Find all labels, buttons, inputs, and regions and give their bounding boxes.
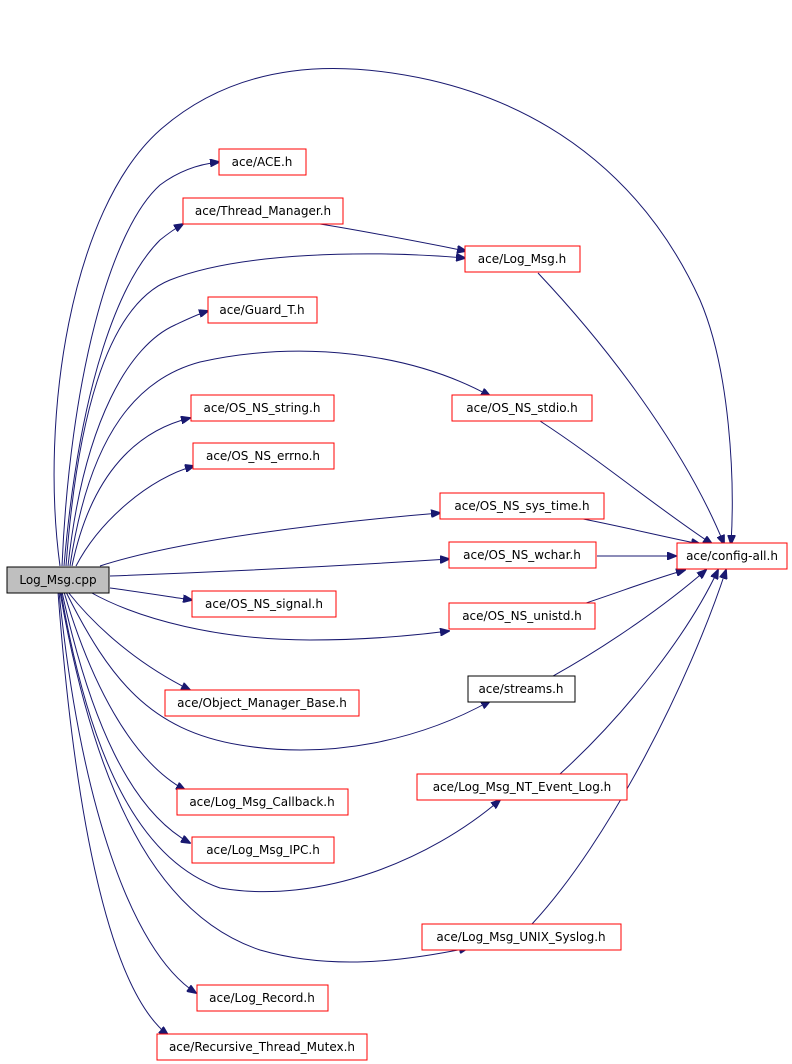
node-log-record-h[interactable]: ace/Log_Record.h: [196, 984, 329, 1012]
node-label-config-all-h: ace/config-all.h: [686, 549, 778, 563]
node-os-ns-unistd-h[interactable]: ace/OS_NS_unistd.h: [448, 602, 596, 630]
node-box-os-ns-sys-time-h: [439, 492, 605, 520]
node-os-ns-errno-h[interactable]: ace/OS_NS_errno.h: [192, 442, 335, 470]
edge-log-msg-cpp-to-thread-manager: [63, 224, 183, 567]
node-label-log-record-h: ace/Log_Record.h: [209, 991, 315, 1005]
node-label-object-manager-base-h: ace/Object_Manager_Base.h: [177, 696, 347, 710]
node-os-ns-string-h[interactable]: ace/OS_NS_string.h: [190, 394, 335, 422]
node-box-os-ns-string-h: [190, 394, 335, 422]
node-box-log-msg-cpp: [6, 566, 110, 594]
edge-os-ns-unistd-to-config-all: [579, 570, 685, 606]
node-box-os-ns-errno-h: [192, 442, 335, 470]
edge-log-msg-cpp-to-os-ns-stdio: [69, 350, 490, 567]
node-log-msg-unix-syslog-h[interactable]: ace/Log_Msg_UNIX_Syslog.h: [421, 923, 622, 951]
node-label-os-ns-signal-h: ace/OS_NS_signal.h: [205, 597, 323, 611]
edge-log-msg-cpp-to-os-ns-string: [71, 418, 190, 567]
node-label-thread-manager-h: ace/Thread_Manager.h: [195, 204, 331, 218]
node-label-os-ns-errno-h: ace/OS_NS_errno.h: [206, 449, 320, 463]
node-box-config-all-h: [676, 542, 788, 570]
node-box-ace-h: [218, 148, 307, 176]
node-recursive-thread-mutex-h[interactable]: ace/Recursive_Thread_Mutex.h: [156, 1033, 368, 1061]
edge-log-msg-cpp-to-os-ns-signal: [109, 587, 192, 600]
edge-thread-manager-to-log-msg-h: [319, 223, 466, 251]
node-box-thread-manager-h: [182, 197, 344, 225]
edge-log-msg-cpp-to-config-all: [53, 68, 732, 567]
node-log-msg-nt-event-log-h[interactable]: ace/Log_Msg_NT_Event_Log.h: [416, 773, 628, 801]
node-label-os-ns-unistd-h: ace/OS_NS_unistd.h: [462, 609, 582, 623]
node-ace-h[interactable]: ace/ACE.h: [218, 148, 307, 176]
node-box-log-msg-callback-h: [176, 788, 349, 816]
node-label-log-msg-cpp: Log_Msg.cpp: [19, 573, 96, 587]
node-label-log-msg-ipc-h: ace/Log_Msg_IPC.h: [206, 843, 320, 857]
edge-log-msg-cpp-to-ace: [61, 162, 219, 567]
nodes: Log_Msg.cpp ace/ACE.h ace/Thread_Manager…: [6, 148, 788, 1061]
node-config-all-h[interactable]: ace/config-all.h: [676, 542, 788, 570]
node-box-streams-h: [467, 675, 576, 703]
node-label-guard-t-h: ace/Guard_T.h: [219, 303, 304, 317]
edge-log-msg-cpp-to-recursive-thread-mutex: [57, 591, 168, 1035]
node-box-os-ns-signal-h: [191, 590, 337, 618]
edge-os-ns-sys-time-to-config-all: [577, 517, 700, 544]
node-box-recursive-thread-mutex-h: [156, 1033, 368, 1061]
edge-streams-to-config-all: [552, 570, 706, 677]
edge-log-msg-h-to-config-all: [537, 272, 724, 544]
node-os-ns-sys-time-h[interactable]: ace/OS_NS_sys_time.h: [439, 492, 605, 520]
node-label-log-msg-callback-h: ace/Log_Msg_Callback.h: [189, 795, 334, 809]
node-os-ns-wchar-h[interactable]: ace/OS_NS_wchar.h: [448, 541, 597, 569]
edge-log-msg-cpp-to-log-msg-callback: [63, 591, 185, 790]
node-label-log-msg-h: ace/Log_Msg.h: [478, 252, 566, 266]
edge-log-msg-cpp-to-streams: [65, 591, 490, 751]
node-box-guard-t-h: [207, 296, 318, 324]
edge-log-msg-cpp-to-os-ns-wchar: [109, 559, 449, 577]
edge-log-msg-nt-event-log-to-config-all: [559, 570, 718, 775]
node-label-log-msg-nt-event-log-h: ace/Log_Msg_NT_Event_Log.h: [433, 780, 612, 794]
node-box-log-msg-unix-syslog-h: [421, 923, 622, 951]
node-box-object-manager-base-h: [164, 689, 360, 717]
node-label-log-msg-unix-syslog-h: ace/Log_Msg_UNIX_Syslog.h: [436, 930, 605, 944]
node-log-msg-h[interactable]: ace/Log_Msg.h: [464, 245, 581, 273]
node-log-msg-cpp[interactable]: Log_Msg.cpp: [6, 566, 110, 594]
node-box-log-msg-ipc-h: [191, 836, 335, 864]
node-label-ace-h: ace/ACE.h: [232, 155, 293, 169]
node-thread-manager-h[interactable]: ace/Thread_Manager.h: [182, 197, 344, 225]
node-log-msg-ipc-h[interactable]: ace/Log_Msg_IPC.h: [191, 836, 335, 864]
node-box-os-ns-unistd-h: [448, 602, 596, 630]
edge-log-msg-cpp-to-log-msg-unix-syslog: [59, 591, 468, 963]
node-log-msg-callback-h[interactable]: ace/Log_Msg_Callback.h: [176, 788, 349, 816]
edge-log-msg-cpp-to-guard-t: [67, 311, 208, 567]
node-label-recursive-thread-mutex-h: ace/Recursive_Thread_Mutex.h: [169, 1040, 355, 1054]
node-os-ns-signal-h[interactable]: ace/OS_NS_signal.h: [191, 590, 337, 618]
node-box-log-record-h: [196, 984, 329, 1012]
node-box-os-ns-stdio-h: [451, 394, 593, 422]
edge-log-msg-cpp-to-log-msg-nt-event-log: [60, 591, 500, 893]
node-streams-h[interactable]: ace/streams.h: [467, 675, 576, 703]
node-box-log-msg-nt-event-log-h: [416, 773, 628, 801]
node-box-log-msg-h: [464, 245, 581, 273]
edge-os-ns-stdio-to-config-all: [539, 420, 712, 544]
edge-log-msg-unix-syslog-to-config-all: [531, 570, 726, 925]
edge-log-msg-cpp-to-log-record: [58, 591, 196, 993]
edge-log-msg-cpp-to-os-ns-unistd: [89, 591, 449, 641]
node-label-os-ns-string-h: ace/OS_NS_string.h: [204, 401, 321, 415]
node-object-manager-base-h[interactable]: ace/Object_Manager_Base.h: [164, 689, 360, 717]
node-os-ns-stdio-h[interactable]: ace/OS_NS_stdio.h: [451, 394, 593, 422]
node-guard-t-h[interactable]: ace/Guard_T.h: [207, 296, 318, 324]
edge-log-msg-cpp-to-log-msg-ipc: [61, 591, 190, 843]
node-label-os-ns-stdio-h: ace/OS_NS_stdio.h: [466, 401, 578, 415]
edge-log-msg-cpp-to-os-ns-sys-time: [99, 513, 440, 567]
node-label-os-ns-sys-time-h: ace/OS_NS_sys_time.h: [454, 499, 589, 513]
edges: [53, 68, 732, 1035]
edge-log-msg-cpp-to-os-ns-errno: [75, 466, 194, 567]
edge-log-msg-cpp-to-log-msg-h: [65, 254, 465, 567]
edge-log-msg-cpp-to-object-manager-base: [67, 591, 190, 690]
node-label-os-ns-wchar-h: ace/OS_NS_wchar.h: [463, 548, 581, 562]
node-box-os-ns-wchar-h: [448, 541, 597, 569]
node-label-streams-h: ace/streams.h: [478, 682, 563, 696]
